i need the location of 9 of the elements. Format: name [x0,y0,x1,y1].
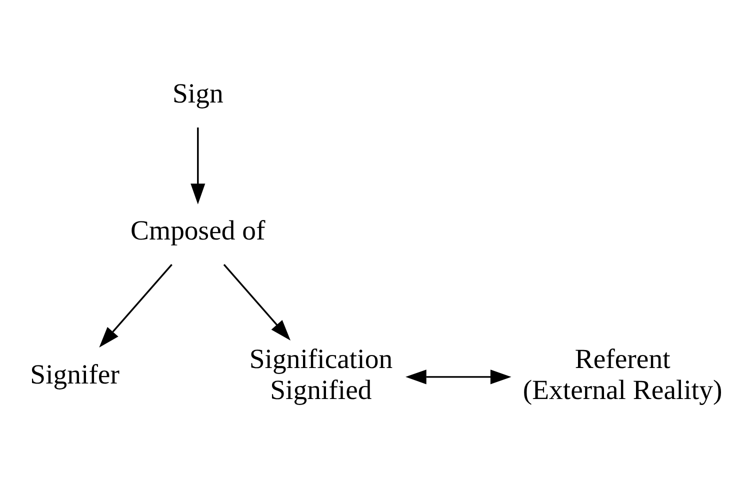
node-text: Cmposed of [130,214,266,246]
arrow [190,128,206,204]
node-text: Signification Signified [249,342,393,406]
arrow [223,264,290,340]
node-text: Sign [172,78,224,109]
node-text: Signifer [30,358,120,390]
node-text: Referent (External Reality) [522,342,722,406]
arrow [99,264,172,348]
arrow [406,370,512,384]
